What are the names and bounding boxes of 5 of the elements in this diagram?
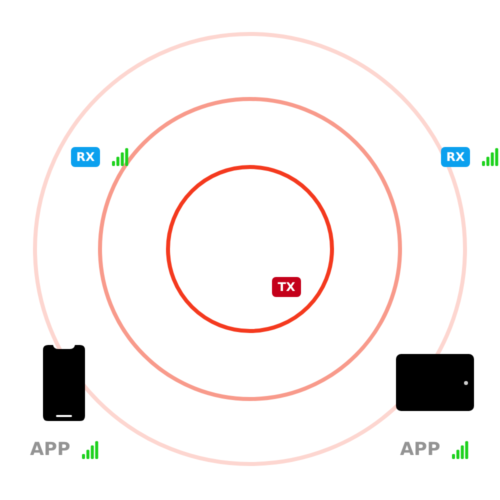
status-badge: RX [441, 147, 470, 167]
device-label: APP [30, 439, 70, 461]
status-badge: RX [71, 147, 100, 167]
device-label: APP [400, 439, 440, 461]
status-badge: TX [272, 277, 301, 297]
